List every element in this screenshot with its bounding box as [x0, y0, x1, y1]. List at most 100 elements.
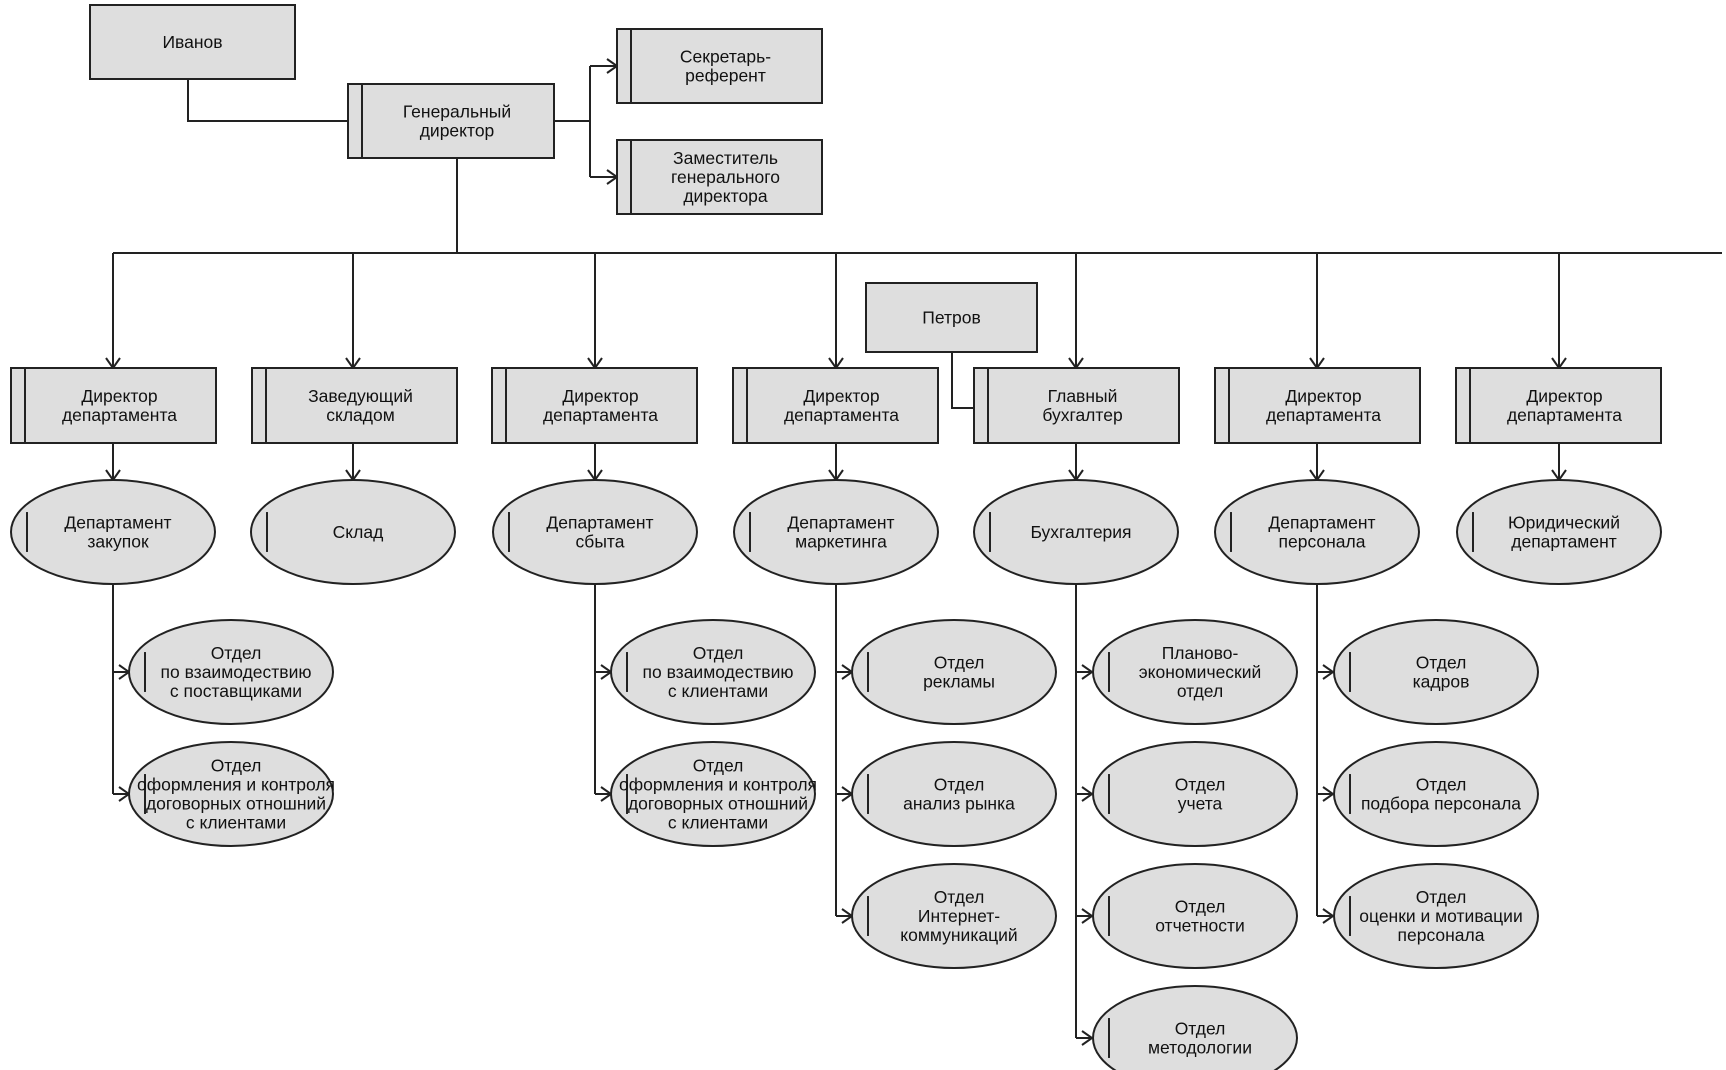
node-ellipse	[1092, 863, 1298, 969]
node-label-line: договорных отношний	[628, 794, 808, 814]
node-label-line: складом	[326, 405, 395, 425]
node-secretary: Секретарь-референт	[616, 28, 823, 104]
node-ellipse	[1333, 863, 1539, 969]
node-label-line: по взаимодествию	[643, 662, 794, 682]
node-label-line: Главный	[1048, 386, 1118, 406]
node-ellipse	[128, 741, 334, 847]
node-label-line: бухгалтер	[1042, 405, 1122, 425]
connector-directors-departments	[105, 443, 1567, 482]
node-label-line: референт	[685, 66, 766, 86]
node-ellipse	[1333, 741, 1539, 847]
node-box	[10, 367, 217, 444]
node-label-line: Отдел	[1175, 897, 1226, 917]
node-label-line: маркетинга	[795, 532, 887, 552]
node-ellipse	[1092, 741, 1298, 847]
node-ellipse	[492, 479, 698, 585]
node-ellipse	[610, 741, 816, 847]
node-label-line: Отдел	[211, 756, 262, 776]
node-ivanov: Иванов	[89, 4, 296, 80]
node-label-line: анализ рынка	[903, 794, 1015, 814]
node-label-line: оформления и контроля	[137, 775, 335, 795]
node-label-line: департамента	[1266, 405, 1381, 425]
node-ellipse	[1456, 479, 1662, 585]
node-label-line: Склад	[333, 522, 384, 542]
node-label-line: Юридический	[1508, 513, 1620, 533]
node-label-line: с клиентами	[668, 813, 768, 833]
node-box	[347, 83, 555, 159]
node-ellipse	[1092, 619, 1298, 725]
node-label-line: оформления и контроля	[619, 775, 817, 795]
node-label-line: Иванов	[162, 32, 222, 52]
node-box	[491, 367, 698, 444]
node-label-line: по взаимодествию	[161, 662, 312, 682]
node-label-line: Отдел	[693, 643, 744, 663]
node-box	[973, 367, 1180, 444]
connector-line	[113, 158, 1722, 254]
node-ellipse	[250, 479, 456, 585]
connector-petrov-chief-accountant	[951, 352, 974, 409]
node-ellipse	[851, 741, 1057, 847]
node-label-line: генерального	[671, 167, 780, 187]
node-label-line: подбора персонала	[1361, 794, 1521, 814]
node-label-line: Генеральный	[403, 102, 511, 122]
node-label-line: сбыта	[576, 532, 625, 552]
node-label-line: Департамент	[64, 513, 171, 533]
node-label-line: Отдел	[934, 887, 985, 907]
node-label-line: Заведующий	[308, 386, 413, 406]
node-label-line: Директор	[1526, 386, 1602, 406]
connector-line	[554, 65, 617, 178]
node-label-line: Отдел	[211, 643, 262, 663]
node-label-line: Петров	[922, 308, 981, 328]
node-label-line: Директор	[81, 386, 157, 406]
node-label-line: Департамент	[787, 513, 894, 533]
node-box	[616, 139, 823, 215]
node-label-line: Отдел	[934, 653, 985, 673]
node-label-line: департамента	[1507, 405, 1622, 425]
connector-gen-director-assistants	[554, 58, 619, 185]
node-label-line: директора	[683, 186, 768, 206]
node-label-line: отдел	[1177, 681, 1223, 701]
node-ellipse	[973, 479, 1179, 585]
node-label-line: Секретарь-	[680, 47, 771, 67]
node-label-line: Отдел	[1416, 775, 1467, 795]
node-label-line: с поставщиками	[170, 681, 302, 701]
node-box	[1455, 367, 1662, 444]
node-petrov: Петров	[865, 282, 1038, 353]
node-label-line: Отдел	[1416, 653, 1467, 673]
node-label-line: Директор	[803, 386, 879, 406]
node-label-line: методологии	[1148, 1038, 1252, 1058]
node-label-line: Отдел	[1175, 1019, 1226, 1039]
node-label-line: Планово-	[1162, 643, 1239, 663]
node-ellipse	[10, 479, 216, 585]
node-label-line: Департамент	[546, 513, 653, 533]
node-label-line: Отдел	[1175, 775, 1226, 795]
node-label-line: Отдел	[934, 775, 985, 795]
node-label-line: департамента	[543, 405, 658, 425]
node-label-line: Заместитель	[673, 148, 778, 168]
node-box	[1214, 367, 1421, 444]
node-box	[865, 282, 1038, 353]
node-label-line: Интернет-	[918, 906, 1000, 926]
node-box	[251, 367, 458, 444]
node-ellipse	[1214, 479, 1420, 585]
node-label-line: оценки и мотивации	[1359, 906, 1522, 926]
